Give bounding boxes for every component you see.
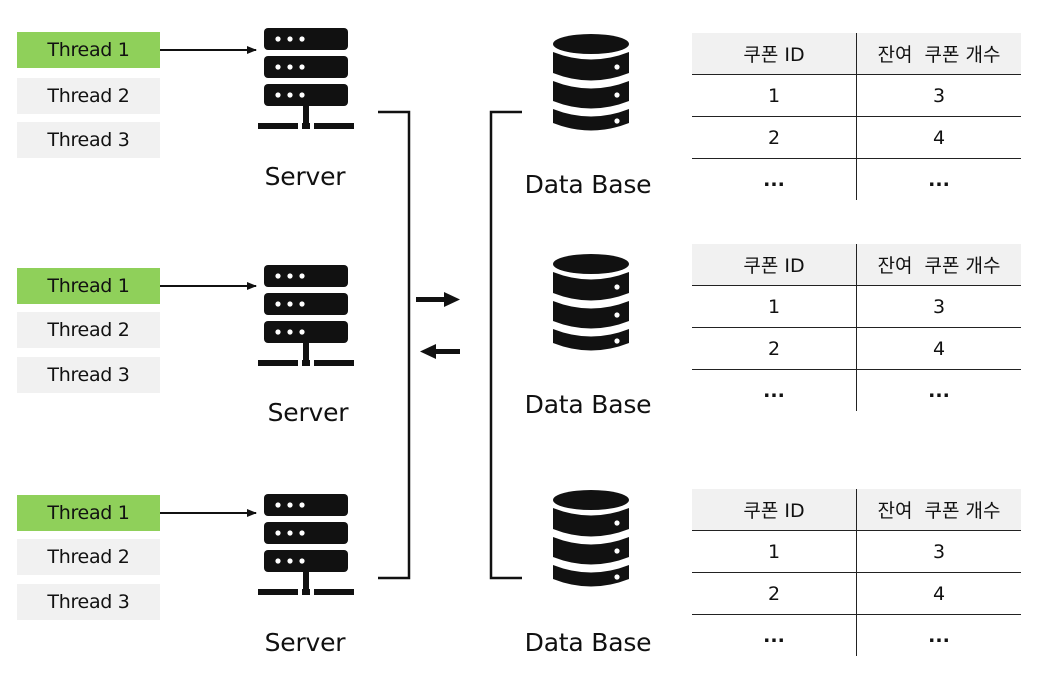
table-row: 1 3 (692, 285, 1021, 328)
arrow-right-icon (416, 292, 460, 307)
thread-1: Thread 1 (17, 495, 160, 531)
thread-2: Thread 2 (17, 312, 160, 348)
thread-3: Thread 3 (17, 122, 160, 158)
database-icon (553, 490, 629, 587)
thread-1: Thread 1 (17, 32, 160, 68)
table-cell: 2 (692, 327, 857, 370)
database-label: Data Base (524, 170, 652, 199)
table-row: 2 4 (692, 572, 1021, 615)
server-label: Server (264, 628, 346, 657)
server-icon (258, 28, 354, 129)
thread-2: Thread 2 (17, 78, 160, 114)
table-row: ... ... (692, 369, 1021, 411)
table-cell: ... (763, 168, 785, 191)
column-header-remaining: 잔여 쿠폰 개수 (856, 244, 1021, 286)
thread-3: Thread 3 (17, 357, 160, 393)
column-header-coupon-id: 쿠폰 ID (692, 489, 857, 531)
arrow-left-icon (420, 344, 460, 359)
thread-1: Thread 1 (17, 268, 160, 304)
table-row: 1 3 (692, 74, 1021, 117)
table-row: ... ... (692, 158, 1021, 200)
column-header-remaining: 잔여 쿠폰 개수 (856, 489, 1021, 531)
database-icon (553, 254, 629, 351)
table-cell: 1 (692, 74, 857, 117)
column-header-remaining: 잔여 쿠폰 개수 (856, 33, 1021, 75)
table-row: 2 4 (692, 116, 1021, 159)
table-row: 1 3 (692, 530, 1021, 573)
table-cell: 4 (856, 572, 1021, 615)
table-cell: 3 (856, 285, 1021, 328)
server-label: Server (264, 162, 346, 191)
table-cell: 2 (692, 572, 857, 615)
coupon-table: 쿠폰 ID 잔여 쿠폰 개수 1 3 2 4 ... ... (692, 33, 1021, 200)
database-label: Data Base (524, 390, 652, 419)
table-cell: 1 (692, 530, 857, 573)
table-cell: ... (856, 369, 1021, 411)
table-cell: ... (856, 614, 1021, 656)
table-cell: 4 (856, 116, 1021, 159)
table-cell: ... (763, 379, 785, 402)
table-header-row: 쿠폰 ID 잔여 쿠폰 개수 (692, 489, 1021, 531)
table-cell: 3 (856, 530, 1021, 573)
coupon-table: 쿠폰 ID 잔여 쿠폰 개수 1 3 2 4 ... ... (692, 244, 1021, 411)
table-cell: 2 (692, 116, 857, 159)
table-cell: ... (763, 624, 785, 647)
table-cell: 3 (856, 74, 1021, 117)
table-row: 2 4 (692, 327, 1021, 370)
server-icon (258, 494, 354, 595)
database-bracket (489, 110, 522, 580)
server-icon (258, 265, 354, 366)
table-row: ... ... (692, 614, 1021, 656)
table-header-row: 쿠폰 ID 잔여 쿠폰 개수 (692, 33, 1021, 75)
database-icon (553, 34, 629, 131)
table-cell: ... (856, 158, 1021, 200)
server-label: Server (267, 398, 349, 427)
column-header-coupon-id: 쿠폰 ID (692, 244, 857, 286)
table-header-row: 쿠폰 ID 잔여 쿠폰 개수 (692, 244, 1021, 286)
thread-3: Thread 3 (17, 584, 160, 620)
table-cell: 1 (692, 285, 857, 328)
database-label: Data Base (524, 628, 652, 657)
coupon-table: 쿠폰 ID 잔여 쿠폰 개수 1 3 2 4 ... ... (692, 489, 1021, 656)
thread-2: Thread 2 (17, 539, 160, 575)
column-header-coupon-id: 쿠폰 ID (692, 33, 857, 75)
table-cell: 4 (856, 327, 1021, 370)
server-bracket (378, 110, 411, 580)
